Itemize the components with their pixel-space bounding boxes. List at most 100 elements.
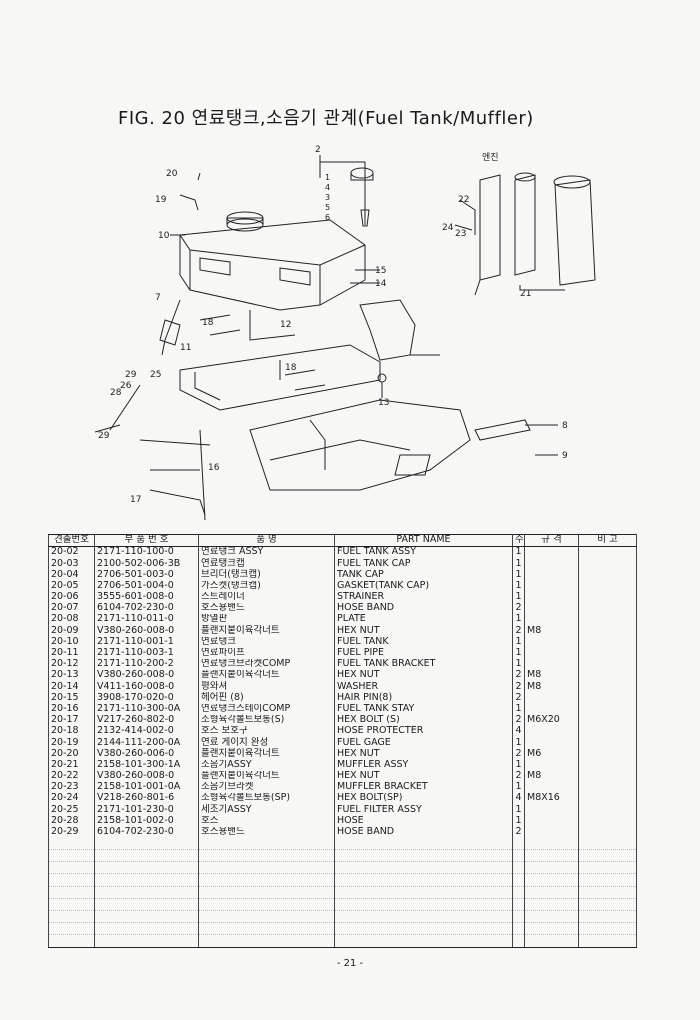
cell-ref: 20-05	[48, 580, 95, 592]
cell-empty	[334, 934, 513, 948]
cell-part-name: WASHER	[334, 681, 513, 693]
cell-empty	[48, 910, 95, 924]
cell-name-kr: 평와셔	[198, 681, 335, 693]
cell-part-no: 2706-501-004-0	[94, 580, 199, 592]
cell-part-no: V380-260-008-0	[94, 625, 199, 637]
figure-title: FIG. 20 연료탱크,소음기 관계(Fuel Tank/Muffler)	[118, 108, 534, 129]
cell-part-name: HAIR PIN(8)	[334, 692, 513, 704]
parts-table: 견출번호 부 품 번 호 품 명 PART NAME 수량 규 격 비 고 20…	[48, 534, 637, 948]
cell-part-no: 2171-110-100-0	[94, 546, 199, 559]
cell-spec	[524, 580, 579, 592]
cell-name-kr: 연료파이프	[198, 647, 335, 659]
cell-qty: 2	[512, 681, 525, 693]
cell-qty: 2	[512, 670, 525, 682]
cell-part-name: HEX NUT	[334, 748, 513, 760]
cell-part-name: FUEL PIPE	[334, 647, 513, 659]
cell-qty: 2	[512, 602, 525, 615]
cell-qty: 1	[512, 614, 525, 626]
cell-note	[578, 815, 637, 827]
cell-part-no: 2158-101-002-0	[94, 815, 199, 827]
page-number: - 21 -	[336, 958, 364, 969]
col-qty: 수량	[512, 534, 525, 547]
cell-name-kr: 플랜지붙이육각너트	[198, 625, 335, 637]
cell-spec	[524, 546, 579, 559]
cell-empty	[512, 837, 525, 851]
diagram-drawing: 2 20 19 10 1 4 3 5 6 7 11 12 15 14 18 18…	[94, 145, 596, 521]
cell-empty	[512, 849, 525, 863]
cell-ref: 20-12	[48, 658, 95, 671]
cell-name-kr: 연료탱크스테이COMP	[198, 703, 335, 715]
cell-part-name: STRAINER	[334, 591, 513, 603]
cell-part-no: V380-260-008-0	[94, 770, 199, 782]
cell-spec: M6X20	[524, 714, 579, 726]
cell-empty	[334, 861, 513, 875]
svg-text:7: 7	[155, 293, 161, 303]
cell-note	[578, 681, 637, 693]
svg-text:19: 19	[155, 195, 167, 205]
cell-note	[578, 636, 637, 648]
cell-part-no: 2171-110-011-0	[94, 614, 199, 626]
cell-empty	[94, 910, 199, 924]
svg-text:4: 4	[325, 183, 330, 192]
cell-ref: 20-10	[48, 636, 95, 648]
cell-qty: 2	[512, 714, 525, 726]
cell-ref: 20-07	[48, 602, 95, 615]
svg-text:14: 14	[375, 279, 387, 289]
cell-empty	[198, 910, 335, 924]
cell-ref: 20-24	[48, 793, 95, 805]
cell-spec	[524, 703, 579, 715]
cell-spec	[524, 569, 579, 581]
cell-part-no: 2706-501-003-0	[94, 569, 199, 581]
cell-empty	[512, 910, 525, 924]
cell-qty: 1	[512, 781, 525, 794]
cell-part-no: 3555-601-008-0	[94, 591, 199, 603]
cell-empty	[94, 873, 199, 887]
cell-empty	[334, 910, 513, 924]
cell-qty: 1	[512, 580, 525, 592]
cell-name-kr: 방열판	[198, 614, 335, 626]
table-row-empty	[48, 837, 637, 851]
cell-spec	[524, 759, 579, 771]
cell-empty	[524, 934, 579, 948]
cell-name-kr: 가스켓(탱크캡)	[198, 580, 335, 592]
cell-spec	[524, 826, 579, 838]
cell-spec: M8	[524, 670, 579, 682]
cell-spec	[524, 647, 579, 659]
cell-empty	[512, 886, 525, 899]
cell-empty	[334, 886, 513, 899]
table-row-empty	[48, 873, 637, 887]
cell-note	[578, 625, 637, 637]
cell-empty	[512, 873, 525, 887]
cell-qty: 4	[512, 793, 525, 805]
cell-note	[578, 714, 637, 726]
cell-ref: 20-16	[48, 703, 95, 715]
cell-name-kr: 연료탱크캡	[198, 558, 335, 570]
svg-text:23: 23	[455, 229, 466, 239]
table-row-empty	[48, 849, 637, 863]
cell-empty	[334, 873, 513, 887]
cell-ref: 20-08	[48, 614, 95, 626]
cell-spec	[524, 737, 579, 749]
svg-text:28: 28	[110, 388, 122, 398]
cell-part-name: HEX NUT	[334, 625, 513, 637]
cell-ref: 20-14	[48, 681, 95, 693]
col-ref: 견출번호	[48, 534, 95, 547]
cell-spec	[524, 781, 579, 794]
cell-empty	[524, 886, 579, 899]
cell-name-kr: 헤어핀 (8)	[198, 692, 335, 704]
cell-empty	[578, 922, 637, 936]
cell-empty	[334, 922, 513, 936]
cell-part-no: 2100-502-006-3B	[94, 558, 199, 570]
cell-note	[578, 692, 637, 704]
cell-part-no: V217-260-802-0	[94, 714, 199, 726]
svg-text:5: 5	[325, 203, 330, 212]
cell-empty	[94, 898, 199, 912]
